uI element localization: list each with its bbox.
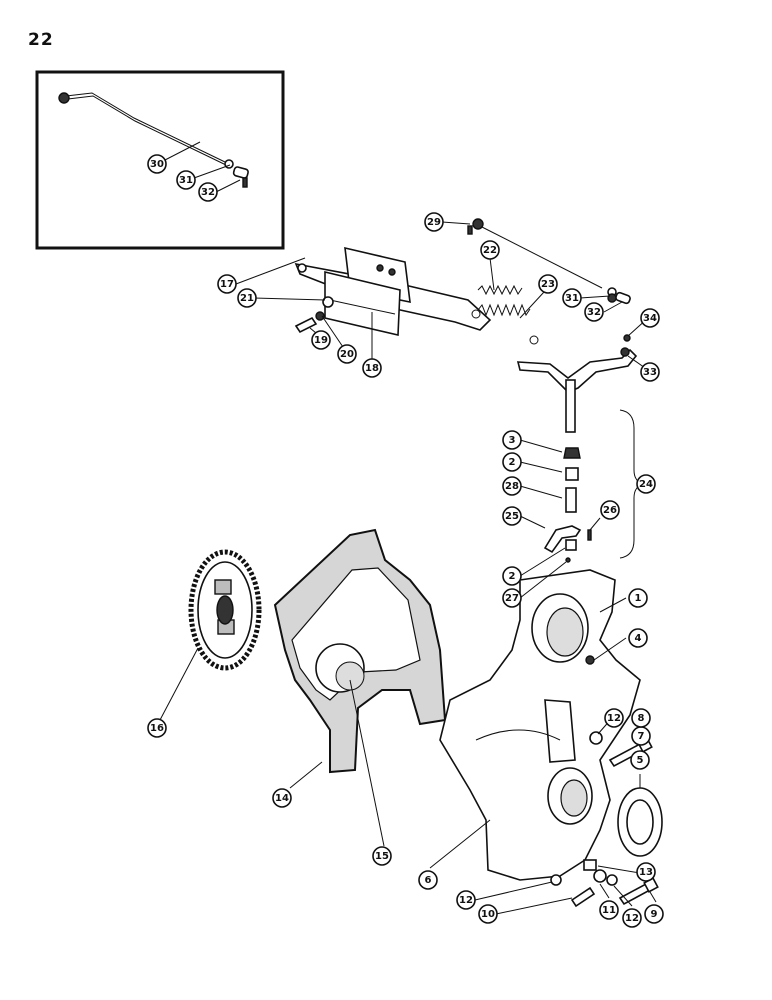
callout-number: 12 [459,895,473,906]
callout-number: 2 [509,571,516,582]
callout-29: 29 [424,212,444,232]
callout-number: 10 [481,909,495,920]
callout-number: 32 [587,307,601,318]
callout-8: 8 [631,708,651,728]
callout-14: 14 [272,788,292,808]
callout-32: 32 [584,302,604,322]
callout-23: 23 [538,274,558,294]
callout-number: 12 [625,913,639,924]
callout-31: 31 [176,170,196,190]
callout-number: 31 [565,293,579,304]
callout-18: 18 [362,358,382,378]
callout-number: 14 [275,793,289,804]
callout-21: 21 [237,288,257,308]
callout-number: 26 [603,505,617,516]
callout-22: 22 [480,240,500,260]
callout-number: 20 [340,349,354,360]
callout-27: 27 [502,588,522,608]
callout-2: 2 [502,566,522,586]
timing-housing [439,569,641,881]
callout-number: 34 [643,313,657,324]
callout-7: 7 [631,726,651,746]
bolts-washers [550,731,659,908]
governor-shaft-lever [516,334,638,433]
callout-33: 33 [640,362,660,382]
callout-4: 4 [628,628,648,648]
callout-number: 7 [638,731,645,742]
callout-31: 31 [562,288,582,308]
callout-number: 11 [602,905,616,916]
callout-number: 24 [639,479,653,490]
callout-number: 28 [505,481,519,492]
callout-number: 30 [150,159,164,170]
callout-number: 9 [651,909,658,920]
timing-gear [188,549,262,671]
callout-number: 21 [240,293,254,304]
callout-number: 3 [509,435,516,446]
callout-number: 12 [607,713,621,724]
callout-17: 17 [217,274,237,294]
oil-seal [617,787,663,857]
callout-11: 11 [599,900,619,920]
callout-1: 1 [628,588,648,608]
callout-30: 30 [147,154,167,174]
callout-28: 28 [502,476,522,496]
callout-number: 18 [365,363,379,374]
callout-16: 16 [147,718,167,738]
callout-number: 17 [220,279,234,290]
callout-20: 20 [337,344,357,364]
callout-number: 23 [541,279,555,290]
page-number: 22 [28,30,54,50]
callout-number: 29 [427,217,441,228]
callout-2: 2 [502,452,522,472]
callout-number: 15 [375,851,389,862]
callout-6: 6 [418,870,438,890]
callout-34: 34 [640,308,660,328]
callout-3: 3 [502,430,522,450]
gasket [273,528,447,774]
callout-26: 26 [600,500,620,520]
callout-9: 9 [644,904,664,924]
springs [471,284,539,345]
callout-number: 6 [425,875,432,886]
callout-5: 5 [630,750,650,770]
callout-12: 12 [622,908,642,928]
callout-number: 4 [635,633,642,644]
shaft-parts [543,409,645,563]
callout-number: 16 [150,723,164,734]
callout-number: 2 [509,457,516,468]
callout-number: 8 [638,713,645,724]
callout-15: 15 [372,846,392,866]
callout-number: 19 [314,335,328,346]
callout-10: 10 [478,904,498,924]
callout-19: 19 [311,330,331,350]
callout-12: 12 [604,708,624,728]
callout-12: 12 [456,890,476,910]
callout-25: 25 [502,506,522,526]
callout-number: 13 [639,867,653,878]
callout-number: 25 [505,511,519,522]
callout-number: 32 [201,187,215,198]
small-fasteners [294,293,617,334]
cover-plate [315,643,365,693]
callout-number: 27 [505,593,519,604]
callout-13: 13 [636,862,656,882]
callout-number: 5 [637,755,644,766]
callout-number: 33 [643,367,657,378]
callout-number: 22 [483,245,497,256]
callout-number: 31 [179,175,193,186]
governor-lever-assembly [294,246,492,336]
callout-24: 24 [636,474,656,494]
callout-32: 32 [198,182,218,202]
callout-number: 1 [635,593,642,604]
